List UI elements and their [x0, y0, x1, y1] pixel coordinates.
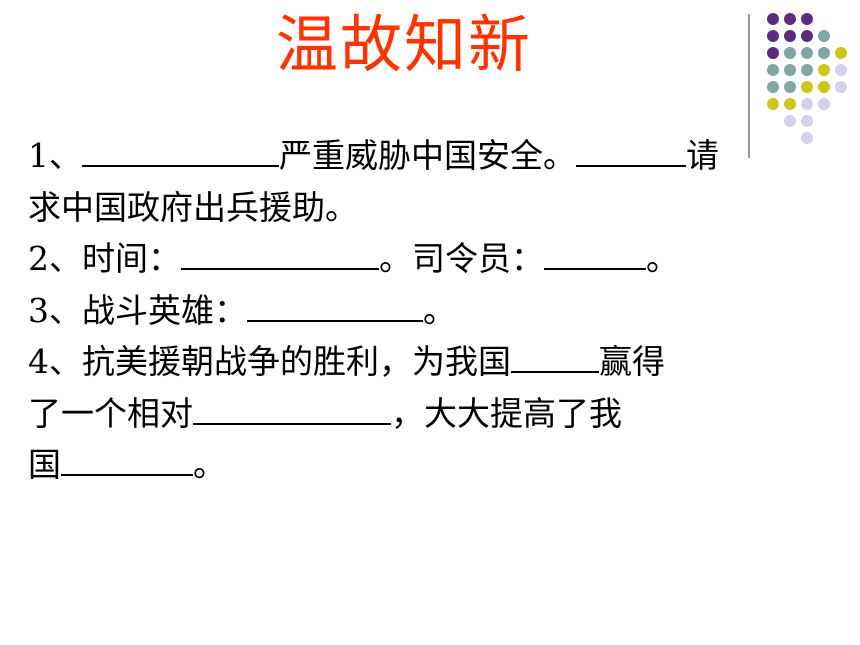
answer-blank: [181, 238, 379, 270]
question-text: 国: [28, 445, 61, 484]
decor-dot: [801, 98, 813, 110]
question-4-line-1: 4、抗美援朝战争的胜利，为我国 赢得: [28, 336, 838, 388]
question-text: 抗美援朝战争的胜利，为我国: [82, 342, 511, 381]
decor-dot: [784, 98, 796, 110]
question-text: 求中国政府出兵援助。: [28, 187, 358, 227]
decor-dot: [767, 30, 779, 42]
question-text: ，大大提高了我: [391, 393, 622, 433]
decor-dot: [767, 81, 779, 93]
decor-dot: [784, 81, 796, 93]
review-questions: 1、 严重威胁中国安全。 请 求中国政府出兵援助。 2、时间： 。司令员： 。 3、战斗…: [28, 130, 838, 491]
question-3: 3、战斗英雄： 。: [28, 285, 838, 337]
decor-dot: [801, 81, 813, 93]
slide-title: 温故知新: [276, 8, 533, 81]
question-text: 战斗英雄：: [82, 290, 247, 330]
decor-dot: [818, 30, 830, 42]
decor-dot: [767, 47, 779, 59]
question-text: 严重威胁中国安全。: [279, 136, 576, 175]
question-text: 请: [686, 136, 719, 175]
question-1-line-2: 求中国政府出兵援助。: [28, 182, 838, 234]
decor-dot: [784, 115, 796, 127]
decor-dot: [818, 64, 830, 76]
question-1-line-1: 1、 严重威胁中国安全。 请: [28, 130, 838, 182]
answer-blank: [61, 444, 193, 476]
question-text: 了一个相对: [28, 393, 193, 433]
question-text: 。: [193, 445, 226, 484]
decor-dot: [835, 81, 847, 93]
decor-dot: [767, 64, 779, 76]
decor-dot: [801, 115, 813, 127]
question-text: 赢得: [599, 342, 665, 381]
decor-dot: [767, 13, 779, 25]
decor-dot: [784, 47, 796, 59]
decor-dot: [784, 64, 796, 76]
decor-dot: [818, 81, 830, 93]
decor-dot: [784, 30, 796, 42]
decor-dot: [767, 98, 779, 110]
question-number: 2、: [28, 239, 82, 278]
decor-dot: [784, 13, 796, 25]
decor-dot: [801, 13, 813, 25]
decor-dot: [801, 47, 813, 59]
question-text: 时间：: [82, 239, 181, 278]
decorative-divider: [748, 14, 750, 158]
answer-blank: [576, 135, 686, 167]
decor-dot: [801, 132, 813, 144]
decor-dot: [835, 47, 847, 59]
decor-dot: [818, 98, 830, 110]
question-text: 。: [646, 239, 679, 278]
answer-blank: [511, 341, 599, 373]
decor-dot: [801, 64, 813, 76]
answer-blank: [193, 393, 391, 425]
question-2: 2、时间： 。司令员： 。: [28, 233, 838, 285]
decor-dot: [801, 30, 813, 42]
question-text: 。司令员：: [379, 239, 544, 278]
question-4-line-2: 了一个相对 ，大大提高了我: [28, 388, 838, 440]
answer-blank: [82, 135, 279, 167]
question-text: 。: [423, 290, 456, 330]
decor-dot: [818, 47, 830, 59]
question-number: 1、: [28, 136, 82, 175]
question-number: 4、: [28, 342, 82, 381]
answer-blank: [544, 238, 646, 270]
question-4-line-3: 国。: [28, 439, 838, 491]
decor-dot: [835, 64, 847, 76]
answer-blank: [247, 290, 423, 322]
question-number: 3、: [28, 290, 82, 330]
